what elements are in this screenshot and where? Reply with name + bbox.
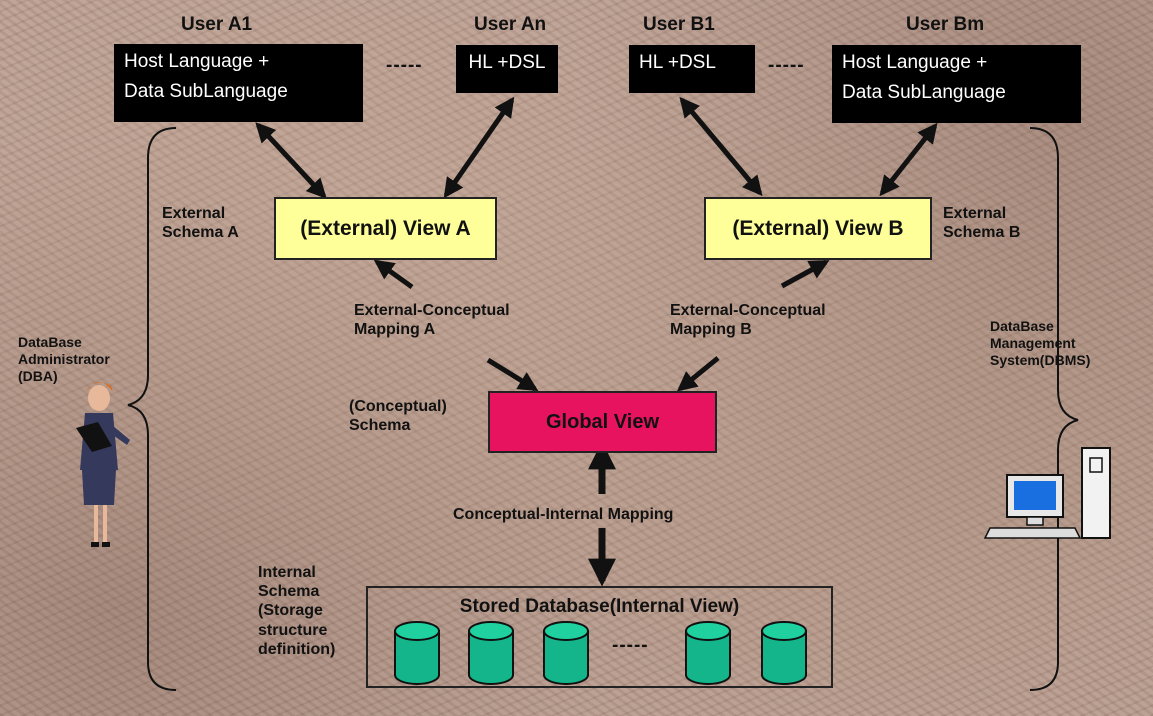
dbms-line2: Management — [990, 334, 1076, 351]
dba-brace — [127, 127, 177, 691]
ec-mapping-a-line1: External-Conceptual — [354, 302, 510, 319]
dashes-top-right: ----- — [768, 55, 805, 76]
external-schema-a-label: External Schema A — [162, 204, 239, 242]
conceptual-schema-label: (Conceptual) Schema — [349, 397, 447, 435]
storage-cylinders — [394, 621, 807, 685]
host-box-a1-line2: Data SubLanguage — [124, 81, 288, 102]
dbms-computer-icon — [983, 447, 1111, 539]
host-box-b1: HL +DSL — [629, 45, 755, 93]
dbms-line3: System(DBMS) — [990, 351, 1091, 368]
internal-schema-line1: Internal — [258, 564, 316, 581]
stored-database-box: Stored Database(Internal View) — [366, 586, 833, 688]
external-view-b-box: (External) View B — [704, 197, 932, 260]
ec-mapping-a-label: External-Conceptual Mapping A — [354, 301, 510, 339]
arrow-ec-b-up — [780, 259, 830, 289]
stored-database-title: Stored Database(Internal View) — [459, 596, 740, 617]
user-an-label: User An — [474, 14, 547, 35]
arrow-ec-a-down — [486, 357, 539, 392]
arrow-ec-a-up — [373, 259, 414, 290]
host-box-bm: Host Language + Data SubLanguage — [832, 45, 1081, 123]
ci-mapping-label: Conceptual-Internal Mapping — [453, 506, 674, 523]
dba-person-icon — [76, 382, 130, 547]
external-schema-b-label: External Schema B — [943, 204, 1020, 242]
ec-mapping-a-line2: Mapping A — [354, 321, 436, 339]
conceptual-schema-line2: Schema — [349, 417, 411, 435]
dba-line1: DataBase — [18, 334, 82, 350]
internal-schema-label: Internal Schema (Storage structure defin… — [258, 563, 335, 659]
global-view-box: Global View — [488, 391, 717, 453]
host-box-bm-line2: Data SubLanguage — [842, 82, 1006, 103]
dba-line2: Administrator — [18, 350, 110, 367]
arrow-ec-b-down — [676, 356, 720, 392]
dashes-top-left: ----- — [386, 55, 423, 76]
dashes-cylinders: ----- — [612, 635, 649, 656]
arrow-bm-viewb — [879, 122, 938, 197]
internal-schema-line4: structure — [258, 621, 328, 639]
arrow-a1-viewa — [255, 122, 327, 199]
ec-mapping-b-line2: Mapping B — [670, 321, 752, 339]
external-schema-a-line1: External — [162, 205, 226, 222]
external-schema-b-line2: Schema B — [943, 224, 1021, 242]
user-b1-label: User B1 — [643, 14, 715, 35]
external-schema-b-line1: External — [943, 205, 1007, 222]
ec-mapping-b-label: External-Conceptual Mapping B — [670, 301, 826, 339]
external-schema-a-line2: Schema A — [162, 224, 239, 242]
conceptual-schema-line1: (Conceptual) — [349, 398, 447, 415]
internal-schema-line5: definition) — [258, 640, 336, 658]
host-box-a1: Host Language + Data SubLanguage — [114, 44, 363, 122]
dbms-brace — [1029, 127, 1079, 691]
dbms-line1: DataBase — [990, 318, 1054, 334]
internal-schema-line3: (Storage — [258, 602, 323, 620]
user-bm-label: User Bm — [906, 14, 985, 35]
arrow-an-viewa — [443, 96, 515, 199]
internal-schema-line2: Schema — [258, 583, 320, 601]
host-box-bm-line1: Host Language + — [842, 52, 988, 73]
external-view-a-box: (External) View A — [274, 197, 497, 260]
host-box-an: HL +DSL — [456, 45, 558, 93]
dba-line3: (DBA) — [18, 367, 58, 384]
arrow-b1-viewb — [679, 96, 763, 197]
ec-mapping-b-line1: External-Conceptual — [670, 302, 826, 319]
dba-label: DataBase Administrator (DBA) — [18, 334, 110, 384]
host-box-a1-line1: Host Language + — [124, 51, 270, 72]
user-a1-label: User A1 — [181, 14, 253, 35]
dbms-label: DataBase Management System(DBMS) — [990, 318, 1090, 368]
